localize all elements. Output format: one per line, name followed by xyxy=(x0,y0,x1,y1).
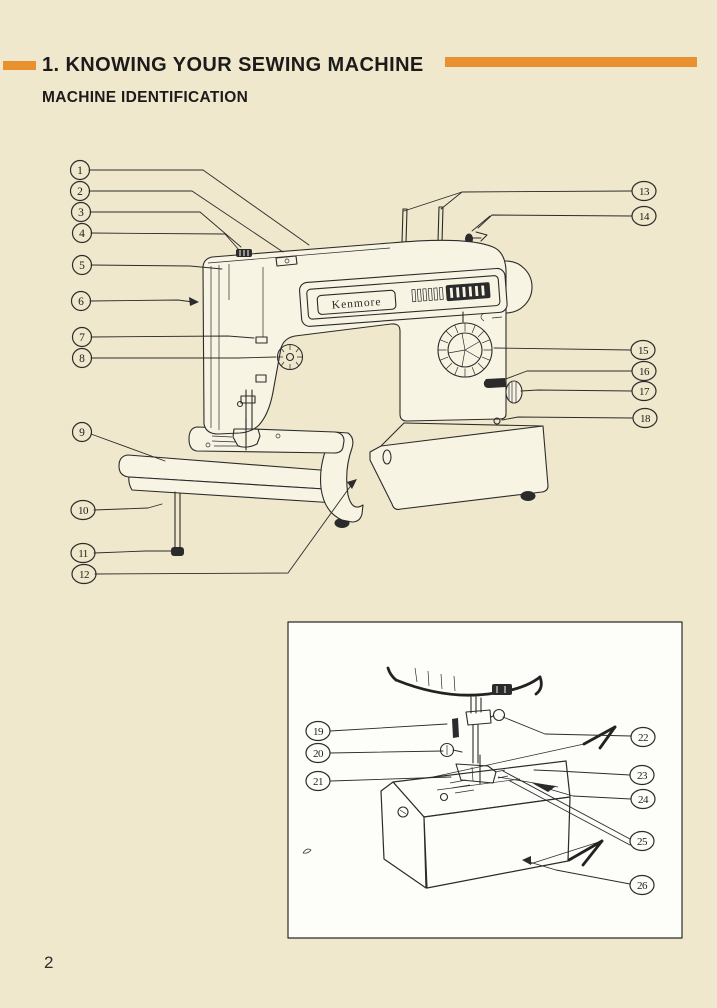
callout-16: 16 xyxy=(631,360,657,382)
callout-23: 23 xyxy=(629,764,655,786)
svg-text:2: 2 xyxy=(77,186,83,198)
svg-text:13: 13 xyxy=(639,186,650,198)
leader-lines-inset xyxy=(329,716,632,885)
inset-figure: 19 20 21 22 23 24 25 26 xyxy=(287,621,683,939)
callout-4: 4 xyxy=(71,222,93,244)
base-foot xyxy=(520,491,536,501)
callout-3: 3 xyxy=(70,201,92,223)
callout-20: 20 xyxy=(305,742,331,764)
callouts-inset: 19 20 21 22 23 24 25 26 xyxy=(305,720,656,896)
stitch-length-lever xyxy=(483,378,506,388)
svg-text:1: 1 xyxy=(77,165,83,177)
svg-text:9: 9 xyxy=(79,427,85,439)
callout-8: 8 xyxy=(71,347,93,369)
section-title: KNOWING YOUR SEWING MACHINE xyxy=(65,54,424,76)
svg-text:26: 26 xyxy=(637,880,648,892)
callout-14: 14 xyxy=(631,205,657,227)
svg-text:16: 16 xyxy=(639,366,650,378)
free-arm-bracket xyxy=(319,431,364,523)
machine-illustration: Kenmore xyxy=(118,206,549,556)
callout-17: 17 xyxy=(631,380,657,402)
callout-24: 24 xyxy=(630,788,656,810)
svg-text:3: 3 xyxy=(78,207,84,219)
svg-text:18: 18 xyxy=(640,413,651,425)
inset-head-underside xyxy=(386,666,543,697)
callout-1: 1 xyxy=(69,159,91,181)
svg-text:6: 6 xyxy=(78,296,84,308)
svg-text:5: 5 xyxy=(79,260,85,272)
svg-text:24: 24 xyxy=(638,794,649,806)
svg-text:4: 4 xyxy=(79,228,85,240)
section-heading: 1. KNOWING YOUR SEWING MACHINE xyxy=(42,54,424,77)
callout-15: 15 xyxy=(630,339,656,361)
needle-clamp-screw xyxy=(492,708,506,722)
svg-text:8: 8 xyxy=(79,353,85,365)
section-number: 1. xyxy=(42,54,60,76)
leader-lines-main xyxy=(88,169,634,575)
callout-22: 22 xyxy=(630,726,656,748)
svg-text:19: 19 xyxy=(313,726,324,738)
inset-needle-assembly xyxy=(439,696,506,785)
svg-text:10: 10 xyxy=(78,505,89,517)
svg-text:12: 12 xyxy=(79,569,89,581)
subsection-heading: MACHINE IDENTIFICATION xyxy=(42,89,249,106)
spool-pins xyxy=(401,206,444,244)
callout-2: 2 xyxy=(69,180,91,202)
lower-thread-guide xyxy=(255,336,268,344)
callouts-main: 1 2 3 4 5 6 7 8 9 10 11 12 13 14 15 16 1… xyxy=(69,159,658,585)
feed-adjust-knob xyxy=(505,380,523,404)
brand-label: Kenmore xyxy=(331,296,382,312)
callout-6: 6 xyxy=(70,290,92,312)
table-leg-foot xyxy=(171,547,184,556)
accent-bar-left xyxy=(3,61,36,70)
callout-19: 19 xyxy=(305,720,331,742)
stitch-selector-dial xyxy=(437,311,503,378)
svg-text:25: 25 xyxy=(637,836,648,848)
svg-text:14: 14 xyxy=(639,211,650,223)
callout-13: 13 xyxy=(631,180,657,202)
svg-text:7: 7 xyxy=(79,332,85,344)
callout-11: 11 xyxy=(70,542,96,564)
thread-guide-plate xyxy=(452,718,459,738)
base-screw xyxy=(493,417,501,425)
page-number: 2 xyxy=(44,953,54,972)
svg-text:21: 21 xyxy=(313,776,323,788)
machine-base xyxy=(334,422,549,528)
thread-tension-dial xyxy=(276,343,304,371)
inset-free-arm-box xyxy=(380,760,571,889)
callout-7: 7 xyxy=(71,326,93,348)
callout-26: 26 xyxy=(629,874,655,896)
svg-text:22: 22 xyxy=(638,732,648,744)
svg-text:15: 15 xyxy=(638,345,649,357)
callout-5: 5 xyxy=(71,254,93,276)
callout-25: 25 xyxy=(629,830,655,852)
accent-bar-right xyxy=(445,57,697,67)
svg-text:23: 23 xyxy=(637,770,648,782)
extension-table xyxy=(118,454,342,556)
callout-9: 9 xyxy=(71,421,93,443)
front-panel: Kenmore xyxy=(299,267,508,327)
callout-21: 21 xyxy=(305,770,331,792)
needle-bar-assembly xyxy=(232,389,261,451)
svg-text:11: 11 xyxy=(78,548,88,560)
svg-text:17: 17 xyxy=(639,386,650,398)
stitch-indicator-windows xyxy=(411,282,491,303)
callout-12: 12 xyxy=(71,563,97,585)
thread-guides xyxy=(236,249,298,267)
svg-text:20: 20 xyxy=(313,748,324,760)
presser-foot xyxy=(455,763,497,784)
callout-18: 18 xyxy=(632,407,658,429)
callout-10: 10 xyxy=(70,499,96,521)
